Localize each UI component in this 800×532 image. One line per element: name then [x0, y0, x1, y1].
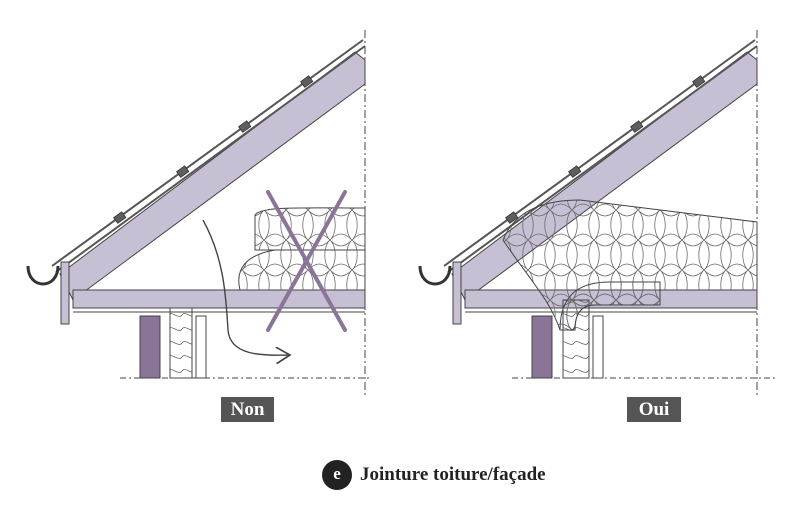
diagram-oui [418, 30, 775, 395]
tile-battens [505, 75, 706, 224]
airflow-arrow [202, 219, 290, 355]
caption-text: Jointure toiture/façade [360, 464, 546, 485]
ceiling-insulation [502, 199, 758, 331]
ceiling-insulation-inner [559, 281, 661, 331]
wall-stud [139, 315, 161, 379]
fascia [60, 261, 70, 325]
diagram-non [26, 30, 372, 395]
caption-badge: e [322, 460, 352, 490]
label-non: Non [221, 397, 274, 422]
gutter [418, 265, 452, 286]
gutter [26, 265, 60, 286]
wall-insulation [169, 307, 193, 379]
fascia [452, 261, 462, 325]
label-oui: Oui [627, 397, 681, 422]
ceiling-joist [72, 289, 366, 309]
ceiling-insulation-upper [254, 207, 366, 251]
cross-icon [266, 190, 347, 332]
roof-tiles [51, 39, 366, 273]
caption: e Jointure toiture/façade [322, 459, 546, 491]
roof-tiles [443, 39, 758, 273]
wall-stud [531, 315, 553, 379]
tile-battens [113, 75, 314, 224]
